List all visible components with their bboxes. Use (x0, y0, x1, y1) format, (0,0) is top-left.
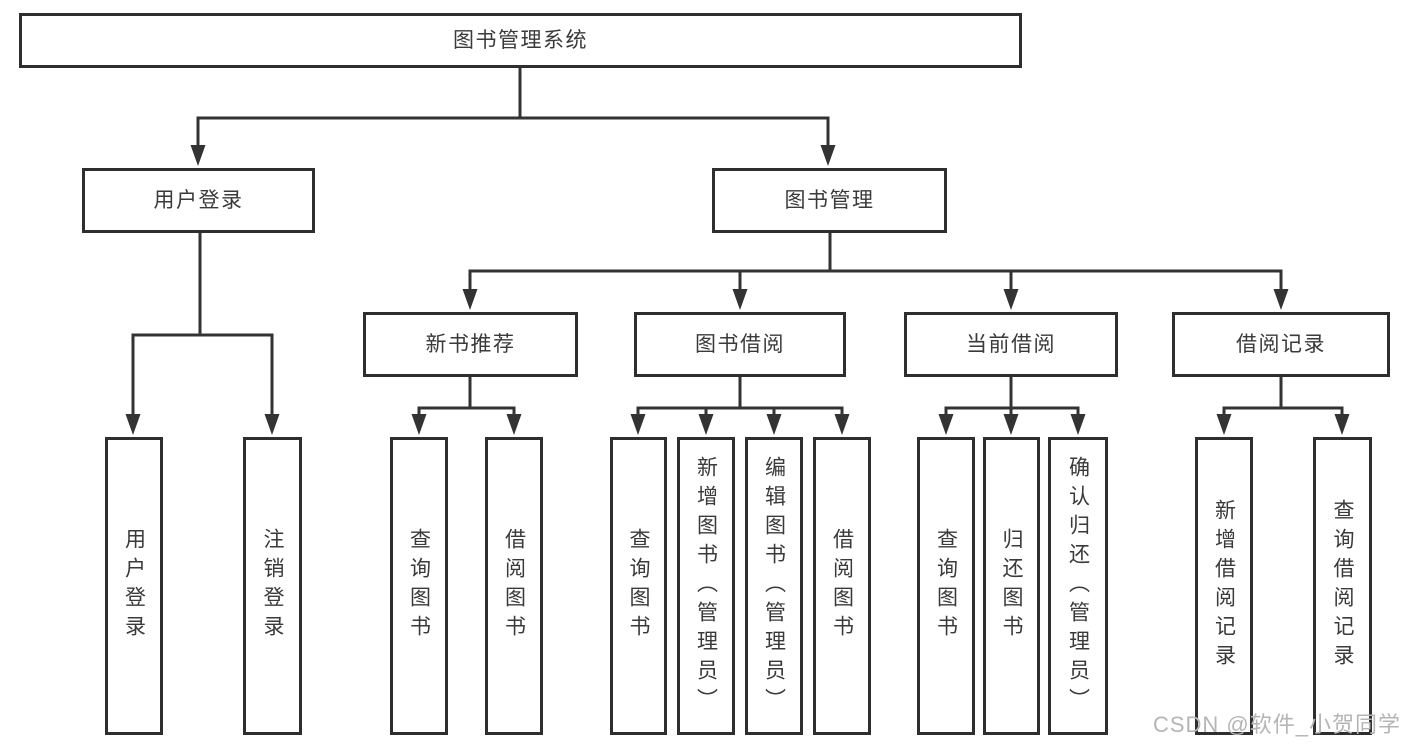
leaf-add-borrow-record: 新增借阅记录 (1195, 437, 1253, 735)
node-root: 图书管理系统 (19, 13, 1022, 68)
node-book-borrowing: 图书借阅 (634, 312, 846, 377)
leaf-add-book-admin: 新增图书（管理员） (677, 437, 735, 735)
leaf-label: 查询借阅记录 (1331, 499, 1355, 673)
leaf-user-login: 用户登录 (105, 437, 163, 735)
leaf-label: 借阅图书 (502, 528, 526, 644)
leaf-confirm-return-admin: 确认归还（管理员） (1048, 437, 1108, 735)
leaf-return-book: 归还图书 (983, 437, 1040, 735)
leaf-label: 借阅图书 (830, 528, 854, 644)
node-new-book-recommend: 新书推荐 (363, 312, 578, 377)
leaf-label: 编辑图书（管理员） (762, 455, 786, 717)
leaf-query-books-current: 查询图书 (917, 437, 975, 735)
arrowheads (125, 145, 1350, 435)
node-user-login: 用户登录 (82, 168, 315, 233)
leaf-edit-book-admin: 编辑图书（管理员） (745, 437, 803, 735)
leaf-query-books-borrowing: 查询图书 (610, 437, 667, 735)
leaf-borrow-books-borrowing: 借阅图书 (813, 437, 871, 735)
leaf-query-books-recommend: 查询图书 (390, 437, 448, 735)
leaf-label: 归还图书 (1000, 528, 1024, 644)
node-book-management: 图书管理 (712, 168, 947, 233)
leaf-borrow-books-recommend: 借阅图书 (485, 437, 543, 735)
leaf-label: 用户登录 (122, 528, 146, 644)
leaf-label: 确认归还（管理员） (1066, 455, 1090, 717)
node-current-borrowing: 当前借阅 (904, 312, 1118, 377)
leaf-label: 注销登录 (261, 528, 285, 644)
leaf-label: 查询图书 (627, 528, 651, 644)
leaf-query-borrow-record: 查询借阅记录 (1313, 437, 1372, 735)
leaf-logout: 注销登录 (243, 437, 302, 735)
leaf-label: 查询图书 (934, 528, 958, 644)
csdn-watermark: CSDN @软件_小贺同学 (1152, 712, 1401, 737)
leaf-label: 新增图书（管理员） (694, 455, 718, 717)
node-borrowing-records: 借阅记录 (1172, 312, 1390, 377)
leaf-label: 查询图书 (407, 528, 431, 644)
leaf-label: 新增借阅记录 (1212, 499, 1236, 673)
